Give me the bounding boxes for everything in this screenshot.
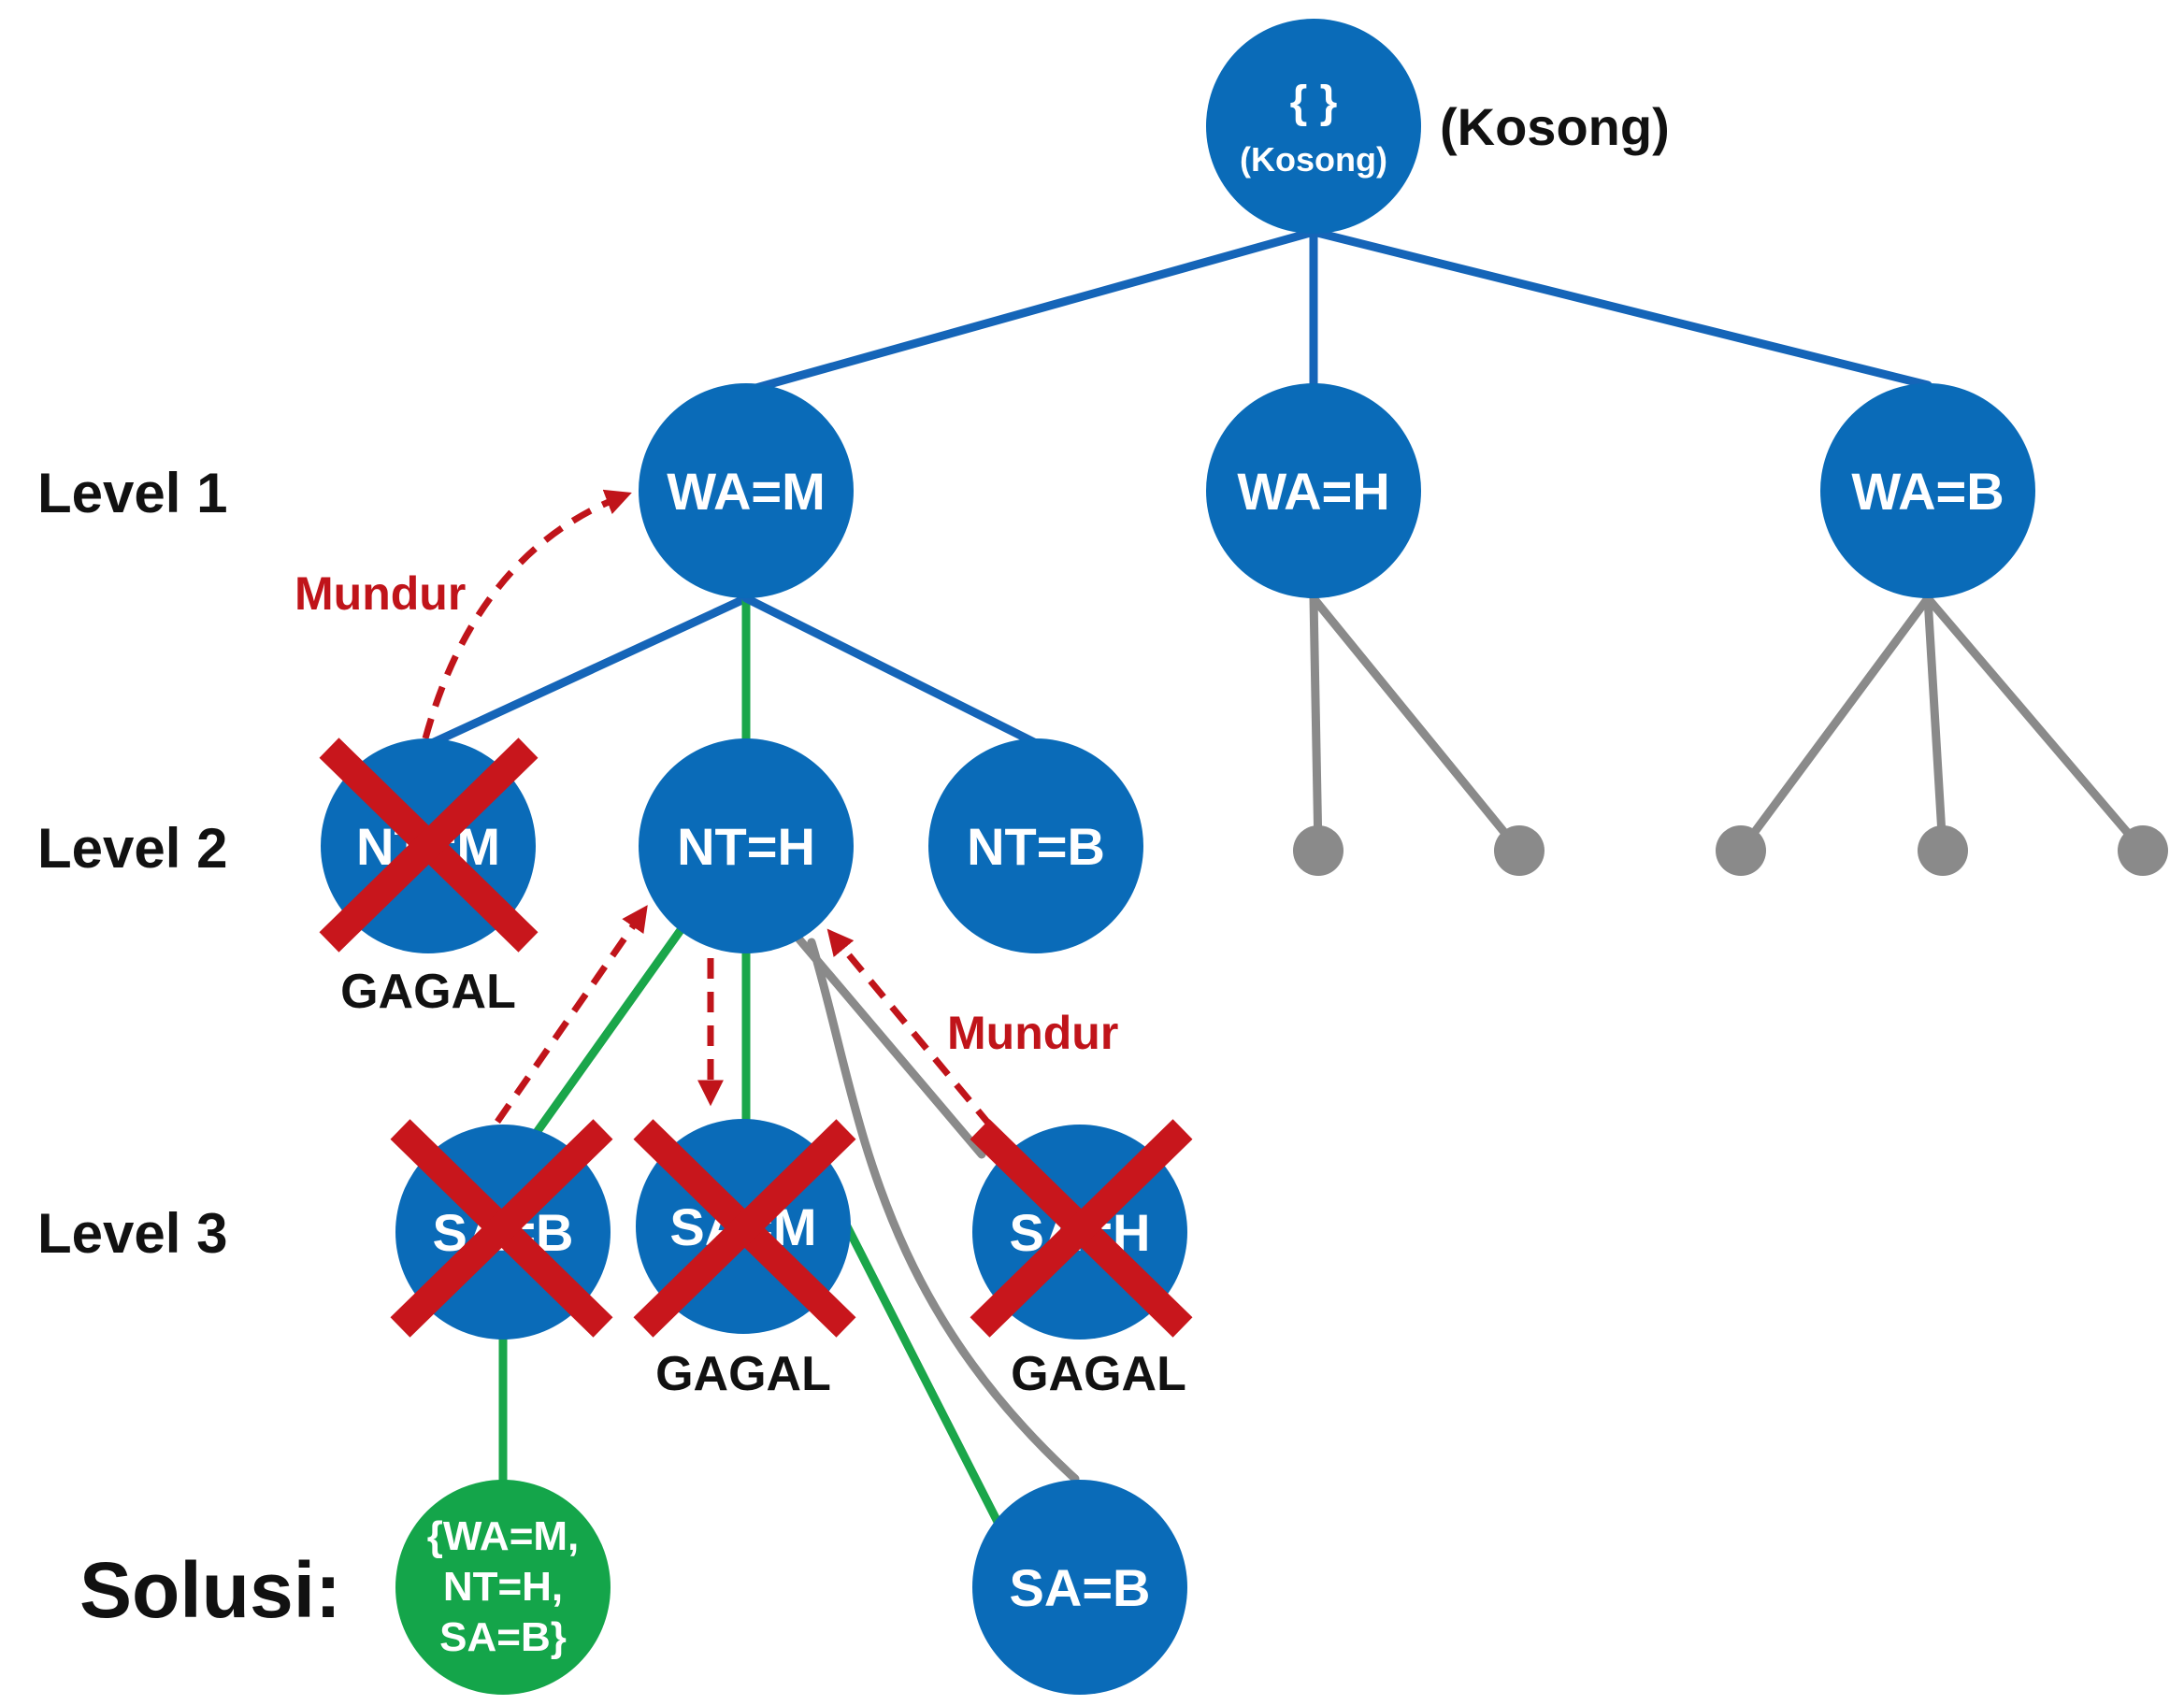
edge-nt-h-sa-b-lower-gray (807, 938, 1080, 1483)
backtrack-arrows (422, 489, 994, 1129)
solution-line-3: SA=B} (439, 1614, 567, 1660)
svg-text:NT=B: NT=B (967, 817, 1105, 876)
backtrack-arrow-sa-h-to-nt-h (826, 928, 994, 1129)
edge-nt-h-sa-h (795, 935, 986, 1159)
root-node: { } (Kosong) (1206, 19, 1421, 234)
fail-x-icon (970, 1119, 1193, 1338)
edge-wa-b-gray-2 (1923, 594, 1947, 855)
fail-label-nt-m: GAGAL (340, 965, 516, 1019)
solution-line-2: NT=H, (443, 1564, 563, 1610)
backtrack-arrow-nt-m-to-wa-m (422, 489, 632, 739)
unexplored-leaf (1494, 825, 1545, 876)
unexplored-leaf (2118, 825, 2168, 876)
edge-root-wa-m (741, 227, 1318, 395)
edge-wa-b-gray-1 (1736, 594, 1933, 855)
edges (427, 227, 2148, 1528)
edge-nt-h-sa-b (533, 925, 685, 1136)
svg-text:WA=H: WA=H (1237, 462, 1389, 521)
fail-marks (319, 738, 1193, 1338)
edge-wa-b-gray-3 (1923, 594, 2148, 855)
edge-wa-h-gray-1 (1309, 594, 1323, 855)
level-2-label: Level 2 (37, 817, 227, 880)
fail-x-icon (633, 1119, 856, 1338)
backtrack-arrow-sa-b-to-nt-h (495, 905, 648, 1124)
svg-text:SA=B: SA=B (1010, 1558, 1151, 1617)
solution-line-1: {WA=M, (427, 1513, 580, 1559)
edge-sa-m-sa-b-lower (841, 1220, 1003, 1528)
root-side-label: (Kosong) (1440, 97, 1670, 156)
svg-text:WA=B: WA=B (1851, 462, 2004, 521)
edge-wa-m-nt-m (427, 594, 751, 748)
node-nt-b: NT=B (928, 738, 1143, 953)
node-wa-m: WA=M (639, 383, 854, 598)
backtrack-label-2: Mundur (947, 1007, 1118, 1059)
edge-wa-h-gray-2 (1309, 594, 1524, 855)
unexplored-leaf (1716, 825, 1766, 876)
node-wa-h: WA=H (1206, 383, 1421, 598)
level-3-label: Level 3 (37, 1202, 227, 1265)
root-node-sublabel: (Kosong) (1240, 140, 1387, 179)
backtrack-label-1: Mundur (295, 567, 466, 620)
node-sa-b-lower: SA=B (972, 1480, 1187, 1695)
svg-text:NT=H: NT=H (677, 817, 815, 876)
fail-label-sa-m: GAGAL (655, 1347, 831, 1401)
edge-root-wa-b (1309, 227, 1933, 390)
node-nt-h: NT=H (639, 738, 854, 953)
svg-text:WA=M: WA=M (667, 462, 826, 521)
fail-label-sa-h: GAGAL (1011, 1347, 1186, 1401)
solution-label: Solusi: (79, 1546, 341, 1634)
unexplored-leaf (1293, 825, 1343, 876)
unexplored-leaf (1918, 825, 1968, 876)
fail-x-icon (390, 1119, 613, 1338)
node-wa-b: WA=B (1820, 383, 2035, 598)
fail-x-icon (319, 738, 539, 953)
root-node-braces: { } (1290, 78, 1338, 127)
level-1-label: Level 1 (37, 462, 227, 524)
edge-wa-m-nt-b (741, 594, 1041, 748)
solution-node: {WA=M, NT=H, SA=B} (395, 1480, 611, 1695)
unexplored-leaves (1293, 825, 2168, 876)
